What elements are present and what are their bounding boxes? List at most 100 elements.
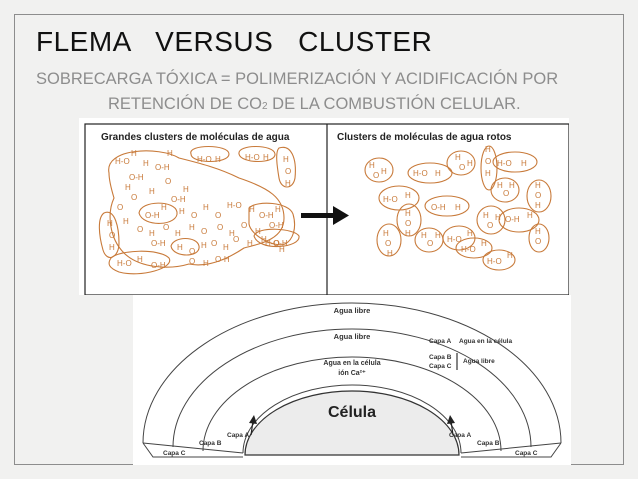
svg-text:O: O — [109, 231, 115, 240]
legend-capa-a: Capa A — [429, 338, 451, 345]
svg-text:H-O: H-O — [447, 235, 462, 244]
svg-text:O-H: O-H — [273, 239, 288, 248]
svg-text:O: O — [487, 221, 493, 230]
svg-text:O-H: O-H — [215, 255, 230, 264]
label-capa-a-left: Capa A — [227, 432, 249, 439]
svg-text:H: H — [167, 149, 173, 158]
slide-subtitle-line1: SOBRECARGA TÓXICA = POLIMERIZACIÓN Y ACI… — [36, 70, 559, 88]
svg-text:H: H — [229, 229, 235, 238]
svg-text:H: H — [421, 231, 427, 240]
svg-text:O: O — [201, 227, 207, 236]
svg-text:H: H — [497, 181, 503, 190]
svg-text:O-H: O-H — [269, 221, 284, 230]
svg-text:H: H — [203, 203, 209, 212]
label-capa-a-right: Capa A — [449, 432, 471, 439]
svg-text:H: H — [535, 181, 541, 190]
svg-text:H: H — [125, 183, 131, 192]
svg-text:H-O: H-O — [265, 239, 280, 248]
legend-agua-libre: Agua libre — [463, 358, 495, 365]
svg-text:H: H — [177, 243, 183, 252]
label-capa-c-right: Capa C — [515, 450, 538, 457]
svg-text:O: O — [485, 157, 491, 166]
svg-text:H: H — [455, 203, 461, 212]
svg-text:H: H — [405, 209, 411, 218]
svg-text:O: O — [165, 177, 171, 186]
svg-text:O: O — [191, 211, 197, 220]
svg-text:H: H — [149, 187, 155, 196]
svg-text:H-O: H-O — [461, 245, 476, 254]
svg-text:H: H — [283, 155, 289, 164]
svg-text:H: H — [179, 207, 185, 216]
clusters-diagram: Grandes clusters de moléculas de agua Cl… — [84, 123, 570, 296]
svg-text:H: H — [123, 217, 129, 226]
svg-text:H: H — [381, 167, 387, 176]
svg-text:O: O — [163, 223, 169, 232]
svg-text:H: H — [435, 169, 441, 178]
svg-text:O: O — [131, 193, 137, 202]
svg-text:H-O: H-O — [197, 155, 212, 164]
svg-text:O: O — [241, 221, 247, 230]
svg-text:H-O: H-O — [227, 201, 242, 210]
svg-text:H: H — [535, 201, 541, 210]
small-cluster-outlines — [364, 145, 552, 271]
svg-text:H: H — [483, 211, 489, 220]
svg-text:H: H — [527, 211, 533, 220]
svg-text:O-H: O-H — [145, 211, 160, 220]
svg-text:H: H — [143, 159, 149, 168]
svg-text:O-H: O-H — [151, 239, 166, 248]
svg-text:H: H — [175, 229, 181, 238]
svg-text:H: H — [215, 155, 221, 164]
svg-text:H: H — [285, 179, 291, 188]
svg-text:H-O: H-O — [245, 153, 260, 162]
svg-text:O-H: O-H — [259, 211, 274, 220]
svg-text:H: H — [279, 245, 285, 254]
layers-diagram: Agua libre Agua libre Agua en la célula … — [142, 302, 562, 458]
layers-legend: Capa A Agua en la célula Capa B Capa C A… — [429, 338, 512, 370]
svg-text:H: H — [189, 223, 195, 232]
svg-text:H: H — [495, 213, 501, 222]
right-panel-heading: Clusters de moléculas de agua rotos — [337, 132, 512, 143]
slide-subtitle-line2: RETENCIÓN DE CO2 DE LA COMBUSTIÓN CELULA… — [108, 95, 521, 114]
svg-text:O-H: O-H — [505, 215, 520, 224]
svg-text:H-O: H-O — [497, 159, 512, 168]
svg-text:H-O: H-O — [383, 195, 398, 204]
label-celula: Célula — [328, 404, 376, 421]
svg-text:O-H: O-H — [171, 195, 186, 204]
water-clusters-figure: Grandes clusters de moléculas de agua Cl… — [79, 118, 570, 296]
svg-text:H-O: H-O — [413, 169, 428, 178]
svg-text:H-O: H-O — [117, 259, 132, 268]
svg-text:O: O — [503, 189, 509, 198]
legend-capa-c: Capa C — [429, 363, 452, 370]
svg-text:H: H — [383, 229, 389, 238]
svg-text:O: O — [535, 237, 541, 246]
water-layers-figure: Agua libre Agua libre Agua en la célula … — [133, 295, 571, 465]
slide-title: FLEMA VERSUS CLUSTER — [36, 26, 433, 57]
svg-text:H: H — [107, 219, 113, 228]
svg-text:H: H — [467, 159, 473, 168]
svg-text:O-H: O-H — [155, 163, 170, 172]
svg-text:O: O — [217, 223, 223, 232]
svg-text:O: O — [211, 239, 217, 248]
svg-text:O: O — [215, 211, 221, 220]
svg-text:H: H — [275, 205, 281, 214]
svg-text:H: H — [247, 239, 253, 248]
svg-text:O-H: O-H — [129, 173, 144, 182]
svg-text:O: O — [189, 257, 195, 266]
subtitle-text-a: RETENCIÓN DE CO — [108, 95, 263, 113]
svg-text:O: O — [459, 163, 465, 172]
svg-text:H: H — [255, 227, 261, 236]
label-agua-libre-outer: Agua libre — [334, 306, 371, 315]
svg-text:O: O — [427, 239, 433, 248]
svg-text:O: O — [137, 225, 143, 234]
svg-text:H: H — [485, 145, 491, 154]
svg-text:O: O — [385, 239, 391, 248]
arrow-right-icon — [447, 415, 455, 436]
svg-text:O-H: O-H — [431, 203, 446, 212]
svg-text:H: H — [201, 241, 207, 250]
svg-text:O: O — [117, 203, 123, 212]
legend-agua-celula: Agua en la célula — [459, 338, 512, 345]
subtitle-subscript: 2 — [262, 101, 268, 112]
label-capa-b-left: Capa B — [199, 440, 222, 447]
svg-text:H: H — [369, 161, 375, 170]
